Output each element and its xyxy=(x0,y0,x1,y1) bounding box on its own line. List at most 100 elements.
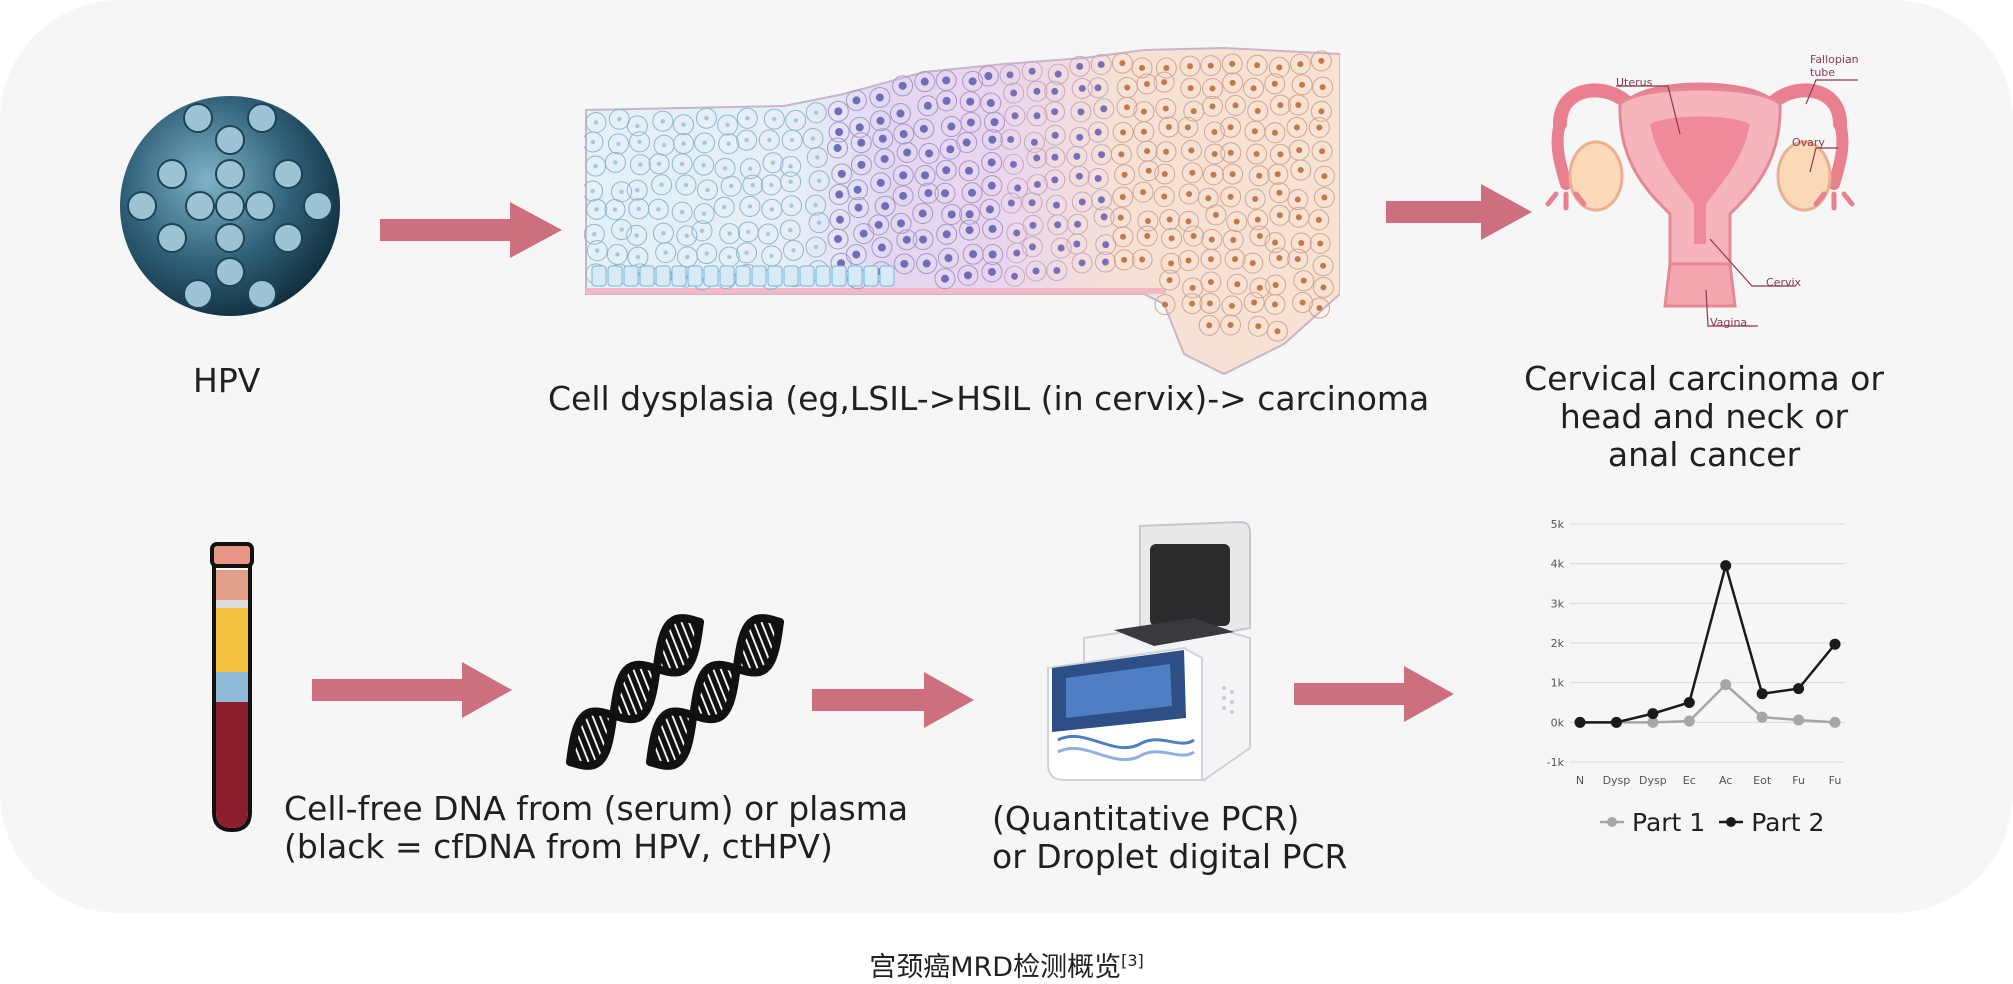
cell-nucleus xyxy=(1101,258,1109,266)
cell-nucleus xyxy=(1168,235,1175,242)
cell-nucleus xyxy=(852,250,861,259)
cell-nucleus xyxy=(1189,300,1196,307)
tissue-cell xyxy=(762,152,784,174)
tissue-cell xyxy=(1292,292,1314,314)
cell-nucleus xyxy=(942,76,951,85)
cell-nucleus xyxy=(1057,244,1065,252)
tissue-cell xyxy=(1247,209,1269,231)
tissue-cell xyxy=(1113,249,1135,271)
cell-nucleus xyxy=(1254,107,1261,114)
cell-nucleus xyxy=(1189,284,1196,291)
cell-nucleus xyxy=(947,210,956,219)
tissue-cell xyxy=(1069,55,1091,77)
cell-nucleus xyxy=(769,182,774,188)
cell-nucleus xyxy=(1256,284,1263,291)
x-tick-label: N xyxy=(1576,774,1584,787)
basal-cell xyxy=(591,265,607,287)
cell-nucleus xyxy=(899,171,908,180)
tissue-cell xyxy=(1090,53,1112,75)
cell-nucleus xyxy=(744,250,749,256)
tissue-cell xyxy=(719,223,741,245)
tissue-cell xyxy=(584,180,604,202)
cell-nucleus xyxy=(1206,322,1213,329)
tissue-cell xyxy=(1180,77,1202,99)
tissue-cell xyxy=(779,219,801,241)
base-pair-line xyxy=(701,670,724,719)
tissue-cell xyxy=(1249,277,1271,299)
tissue-cell xyxy=(1220,314,1242,336)
tissue-cell xyxy=(1309,232,1331,254)
cell-nucleus xyxy=(835,128,844,137)
basal-cell xyxy=(623,265,639,287)
cell-nucleus xyxy=(1094,174,1102,182)
tissue-cell xyxy=(1000,192,1022,214)
tissue-cell xyxy=(1312,276,1334,298)
tissue-cell xyxy=(1264,232,1286,254)
tissue-cell xyxy=(1047,63,1069,85)
tissue-cell xyxy=(1155,141,1177,163)
tissue-cell xyxy=(1132,181,1154,203)
cell-nucleus xyxy=(765,231,771,237)
cell-nucleus xyxy=(834,234,843,243)
basal-cell xyxy=(655,265,671,287)
tissue-cell xyxy=(874,148,896,170)
tissue-cell xyxy=(1287,94,1309,116)
cell-nucleus xyxy=(942,166,951,175)
tissue-cell xyxy=(957,264,979,286)
cell-nucleus xyxy=(874,220,883,229)
tissue-cell xyxy=(1071,252,1093,274)
cell-nucleus xyxy=(1294,256,1301,263)
tissue-cell xyxy=(912,229,934,251)
cell-nucleus xyxy=(878,134,887,143)
cell-nucleus xyxy=(1075,172,1083,180)
tissue-cell xyxy=(845,244,867,266)
cell-nucleus xyxy=(1030,138,1038,146)
cell-nucleus xyxy=(1009,160,1017,168)
tissue-cell xyxy=(1246,143,1268,165)
tissue-cell xyxy=(1313,187,1335,209)
cell-nucleus xyxy=(744,137,749,143)
legend-item-part-1: Part 1 xyxy=(1600,808,1705,837)
cell-nucleus xyxy=(727,254,732,260)
x-tick-label: Ec xyxy=(1683,774,1696,787)
tissue-cell xyxy=(1023,131,1045,153)
cell-nucleus xyxy=(1168,260,1175,267)
tissue-cell xyxy=(1221,53,1243,75)
cell-nucleus xyxy=(925,149,934,158)
cell-nucleus xyxy=(853,185,862,194)
cell-nucleus xyxy=(1228,302,1235,309)
cell-nucleus xyxy=(1209,85,1216,92)
tissue-cell xyxy=(626,224,648,246)
uterus-label: Uterus xyxy=(1616,76,1653,89)
base-pair-line xyxy=(667,619,691,669)
tissue-cell xyxy=(999,64,1021,86)
cell-nucleus xyxy=(1006,71,1014,79)
base-pair-line xyxy=(632,662,653,705)
cervix-label: Cervix xyxy=(1766,276,1802,289)
tissue-cell xyxy=(584,223,605,245)
cell-nucleus xyxy=(637,139,642,145)
cell-nucleus xyxy=(619,227,624,232)
legend-item-part-2: Part 2 xyxy=(1719,808,1824,837)
tissue-cell xyxy=(655,242,677,264)
data-point-part-1 xyxy=(1720,679,1732,691)
cell-nucleus xyxy=(1187,85,1194,92)
tissue-cell xyxy=(1021,236,1043,258)
tissue-cell xyxy=(1243,77,1265,99)
tissue-cell xyxy=(1308,297,1330,319)
cell-nucleus xyxy=(679,209,685,215)
tissue-cell xyxy=(1090,189,1112,211)
cell-nucleus xyxy=(837,169,846,178)
cell-nucleus xyxy=(1078,198,1086,206)
cell-nucleus xyxy=(750,182,755,188)
tissue-cell xyxy=(647,198,669,220)
caption-text: 宫颈癌MRD检测概览 xyxy=(869,952,1122,983)
cell-nucleus xyxy=(902,235,911,244)
cell-nucleus xyxy=(1319,148,1326,155)
cell-nucleus xyxy=(685,254,690,260)
cell-nucleus xyxy=(966,118,975,127)
tissue-cell xyxy=(939,138,961,160)
x-tick-label: Fu xyxy=(1829,774,1842,787)
cell-nucleus xyxy=(987,158,996,167)
basal-cell xyxy=(751,265,767,287)
